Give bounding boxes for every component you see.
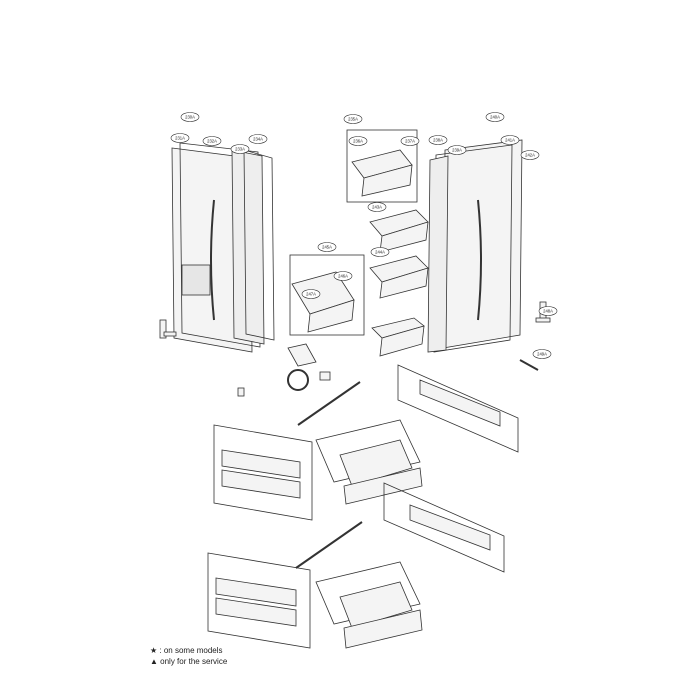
dispenser-parts [237, 343, 331, 397]
part-label-bubble: 247A [301, 289, 321, 299]
part-label-bubble: 237A [400, 136, 420, 146]
part-label-text: 241A [505, 138, 515, 143]
part-label-text: 244A [375, 250, 385, 255]
part-label-bubble: 239A [447, 145, 467, 155]
legend-note-1: ★ : on some models [150, 646, 223, 655]
part-label-text: 235A [348, 117, 358, 122]
left-door [171, 142, 275, 353]
part-label-text: 237A [405, 139, 415, 144]
part-label-bubble: 235A [343, 114, 363, 124]
part-label-text: 231A [175, 136, 185, 141]
part-label-text: 234A [253, 137, 263, 142]
part-label-bubble: 238A [428, 135, 448, 145]
part-label-bubble: 236A [348, 136, 368, 146]
part-label-text: 232A [207, 139, 217, 144]
rail-box-1 [213, 424, 313, 521]
part-label-text: 240A [490, 115, 500, 120]
part-label-text: 238A [433, 138, 443, 143]
part-label-bubble: 245A [317, 242, 337, 252]
part-label-text: 248A [543, 309, 553, 314]
drawer-2 [315, 561, 423, 649]
part-label-bubble: 230A [180, 112, 200, 122]
legend: ★ : on some models ▲ only for the servic… [150, 645, 227, 667]
part-label-text: 233A [235, 147, 245, 152]
part-label-text: 249A [537, 352, 547, 357]
rods [295, 381, 363, 569]
legend-note-2: ▲ only for the service [150, 657, 228, 666]
part-label-text: 239A [452, 148, 462, 153]
part-label-text: 245A [322, 245, 332, 250]
part-label-bubble: 240A [485, 112, 505, 122]
rail-box-2 [397, 364, 519, 453]
part-label-bubble: 232A [202, 136, 222, 146]
part-label-text: 247A [306, 292, 316, 297]
part-label-bubble: 243A [367, 202, 387, 212]
part-label-text: 242A [525, 153, 535, 158]
drawer-1 [315, 419, 423, 505]
part-label-text: 236A [353, 139, 363, 144]
part-label-bubble: 231A [170, 133, 190, 143]
left-hinge [159, 319, 177, 339]
part-label-bubble: 241A [500, 135, 520, 145]
door-bins [369, 209, 429, 357]
rail-box-4 [207, 552, 311, 649]
part-labels: 230A 231A 232A 233A 234A 235A 236A 237A 238A 239A… [170, 112, 558, 359]
part-label-text: 246A [338, 274, 348, 279]
part-label-bubble: 242A [520, 150, 540, 160]
part-label-bubble: 248A [538, 306, 558, 316]
upper-bin-group [346, 129, 418, 203]
parts-drawing [159, 129, 551, 649]
part-label-text: 243A [372, 205, 382, 210]
part-label-bubble: 244A [370, 247, 390, 257]
part-label-text: 230A [185, 115, 195, 120]
part-label-bubble: 234A [248, 134, 268, 144]
right-door [427, 139, 523, 353]
part-label-bubble: 246A [333, 271, 353, 281]
part-label-bubble: 233A [230, 144, 250, 154]
mid-bin-group [289, 254, 365, 336]
part-label-bubble: 249A [532, 349, 552, 359]
rail-box-3 [383, 482, 505, 573]
